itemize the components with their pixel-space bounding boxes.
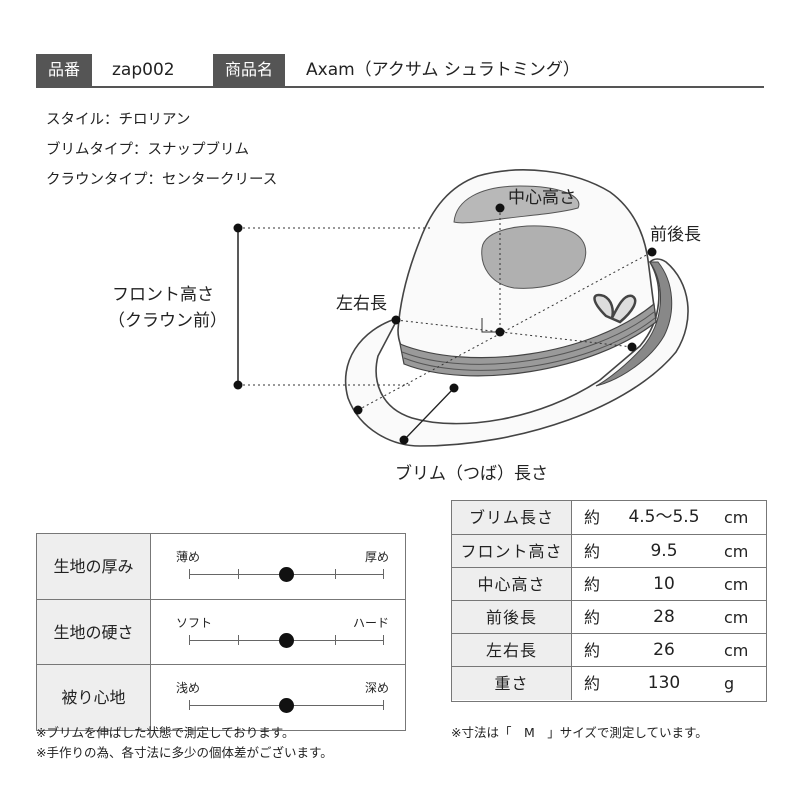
hat-band	[399, 302, 657, 377]
size-value: 9.5	[650, 541, 678, 561]
note-handmade: ※手作りの為、各寸法に多少の個体差がございます。	[36, 745, 333, 760]
texture-scale-tick	[383, 700, 384, 710]
texture-scale-tick	[334, 569, 336, 579]
size-row: 中心高さ 約 10 cm	[452, 567, 766, 601]
texture-scale-tick	[383, 569, 384, 579]
label-side-to-side: 左右長	[336, 294, 387, 314]
item-number-label: 品番	[36, 54, 92, 86]
texture-scale-tick	[383, 635, 384, 645]
size-approx: 約	[584, 575, 601, 594]
size-unit: cm	[724, 575, 749, 594]
size-name: 左右長	[452, 634, 572, 667]
point-side-left	[391, 315, 401, 325]
texture-scale-tick	[189, 635, 190, 645]
product-name-label: 商品名	[213, 54, 285, 86]
size-value: 4.5〜5.5	[628, 507, 700, 527]
point-front-top	[233, 223, 243, 233]
point-front-back-back	[647, 247, 657, 257]
spec-brim-type: ブリムタイプ：スナップブリム	[46, 142, 249, 158]
texture-level-dot	[279, 633, 294, 648]
note-brim: ※ブリムを伸ばした状態で測定しております。	[36, 725, 295, 740]
size-unit: cm	[724, 508, 749, 527]
hat-brim-underside	[595, 261, 673, 387]
size-row: フロント高さ 約 9.5 cm	[452, 534, 766, 568]
point-side-right	[627, 342, 637, 352]
texture-high-label: 厚め	[364, 550, 389, 564]
size-unit: cm	[724, 641, 749, 660]
texture-level-dot	[279, 698, 294, 713]
point-front-back-front	[353, 405, 363, 415]
size-name: フロント高さ	[452, 535, 572, 568]
size-unit: cm	[724, 608, 749, 627]
size-approx: 約	[584, 608, 601, 627]
texture-row: 被り心地 浅め 深め	[37, 664, 405, 730]
size-approx: 約	[584, 508, 601, 527]
point-brim-outer	[399, 435, 409, 445]
texture-level-dot	[279, 567, 294, 582]
label-front-height-sub: （クラウン前）	[108, 311, 227, 331]
texture-high-label: ハード	[352, 616, 389, 630]
product-name: Axam（アクサム シュラトミング）	[306, 60, 580, 80]
texture-table: 生地の厚み 薄め 厚め 生地の硬さ ソフト ハード 被り心地 浅め 深め	[36, 533, 406, 731]
texture-label: 生地の硬さ	[37, 600, 151, 665]
label-front-height: フロント高さ	[112, 285, 214, 305]
size-name: 前後長	[452, 601, 572, 634]
texture-low-label: 薄め	[176, 550, 201, 564]
size-row: 重さ 約 130 g	[452, 666, 766, 700]
item-number: zap002	[112, 60, 175, 80]
size-row: 前後長 約 28 cm	[452, 600, 766, 634]
label-brim-length: ブリム（つば）長さ	[395, 464, 548, 484]
size-name: 重さ	[452, 667, 572, 700]
point-front-bottom	[233, 380, 243, 390]
texture-scale-tick	[189, 700, 190, 710]
size-name: ブリム長さ	[452, 501, 572, 534]
hat-bow	[593, 293, 637, 324]
texture-row: 生地の硬さ ソフト ハード	[37, 599, 405, 665]
header-bar: 品番 zap002 商品名 Axam（アクサム シュラトミング）	[36, 54, 764, 88]
size-approx: 約	[584, 641, 601, 660]
size-unit: g	[724, 674, 735, 693]
point-center-bottom	[495, 327, 505, 337]
size-row: ブリム長さ 約 4.5〜5.5 cm	[452, 501, 766, 534]
size-approx: 約	[584, 542, 601, 561]
texture-low-label: ソフト	[176, 616, 213, 630]
texture-low-label: 浅め	[176, 681, 201, 695]
texture-scale-tick	[237, 569, 239, 579]
texture-scale-tick	[334, 635, 336, 645]
texture-high-label: 深め	[364, 681, 389, 695]
size-value: 10	[653, 574, 675, 594]
texture-row: 生地の厚み 薄め 厚め	[37, 534, 405, 599]
label-center-height: 中心高さ	[508, 188, 576, 208]
size-value: 130	[647, 673, 681, 693]
size-value: 26	[653, 640, 675, 660]
crown-crease-side	[481, 225, 587, 289]
spec-style: スタイル：チロリアン	[46, 112, 191, 128]
texture-scale-tick	[237, 635, 239, 645]
size-approx: 約	[584, 674, 601, 693]
size-row: 左右長 約 26 cm	[452, 633, 766, 667]
texture-label: 生地の厚み	[37, 534, 151, 599]
size-value: 28	[653, 607, 675, 627]
hat-brim	[344, 258, 689, 447]
spec-crown-type: クラウンタイプ：センタークリース	[46, 172, 278, 188]
texture-scale-tick	[189, 569, 190, 579]
size-unit: cm	[724, 542, 749, 561]
texture-label: 被り心地	[37, 665, 151, 730]
point-center-top	[495, 203, 505, 213]
point-brim-inner	[449, 383, 459, 393]
label-front-back: 前後長	[650, 225, 701, 245]
crown-crease-top	[453, 185, 580, 224]
size-name: 中心高さ	[452, 568, 572, 601]
note-size: ※寸法は「 M 」サイズで測定しています。	[451, 725, 708, 740]
